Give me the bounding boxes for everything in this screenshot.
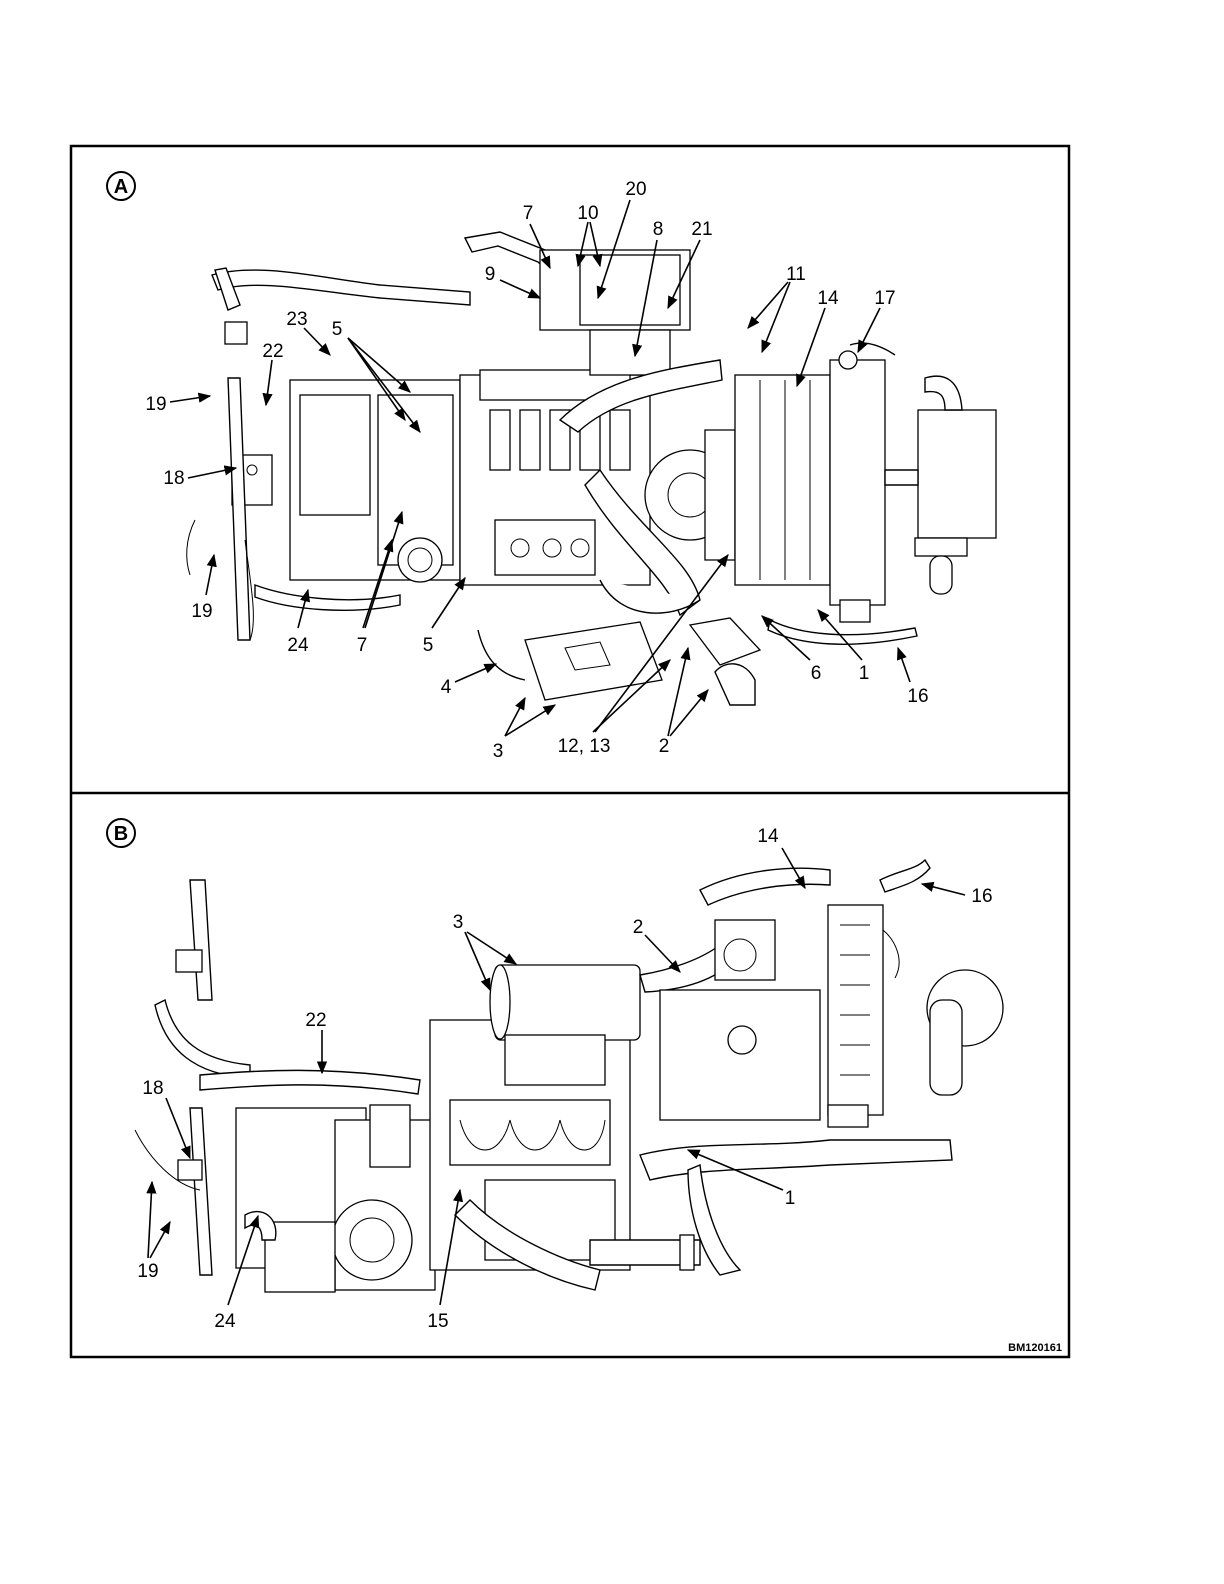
panel-b-letter: B [114,823,128,845]
callout-b-2: 2 [633,917,644,938]
callout-a-5-bottom: 5 [423,635,434,656]
panel-a-letter: A [114,176,128,198]
panel-b: B [107,819,1062,1354]
callout-b-15: 15 [427,1311,448,1332]
callout-a-10: 10 [577,203,598,224]
callout-a-11: 11 [786,264,806,285]
callout-b-19: 19 [137,1261,158,1282]
callout-b-3: 3 [453,912,464,933]
callout-b-16: 16 [971,886,992,907]
callout-a-9: 9 [485,264,496,285]
callout-a-8: 8 [653,219,664,240]
callout-a-14: 14 [817,288,839,309]
callout-a-19-top: 19 [145,394,166,415]
figure-id: BM120161 [1008,1342,1062,1354]
callout-a-12-13: 12, 13 [558,736,611,757]
callout-b-24: 24 [214,1311,236,1332]
callout-a-21: 21 [691,219,712,240]
callout-a-18: 18 [163,468,184,489]
callout-a-20: 20 [625,179,646,200]
callout-a-17: 17 [874,288,895,309]
engine-side-view-drawing [135,860,1003,1292]
callout-a-5-top: 5 [332,319,343,340]
callout-a-4: 4 [441,677,452,698]
callout-b-14: 14 [757,826,779,847]
callout-a-22: 22 [262,341,283,362]
callout-a-23: 23 [286,309,307,330]
callout-a-7-bottom: 7 [357,635,368,656]
callout-a-1: 1 [859,663,870,684]
callout-a-16: 16 [907,686,928,707]
callout-b-1: 1 [785,1188,796,1209]
callout-b-18: 18 [142,1078,163,1099]
callout-a-2: 2 [659,736,670,757]
panel-a: A [107,172,996,762]
callout-a-6: 6 [811,663,822,684]
callout-a-3: 3 [493,741,504,762]
callout-a-7-top: 7 [523,203,534,224]
callout-b-22: 22 [305,1010,326,1031]
callout-a-24: 24 [287,635,309,656]
callout-a-19-bottom: 19 [191,601,212,622]
